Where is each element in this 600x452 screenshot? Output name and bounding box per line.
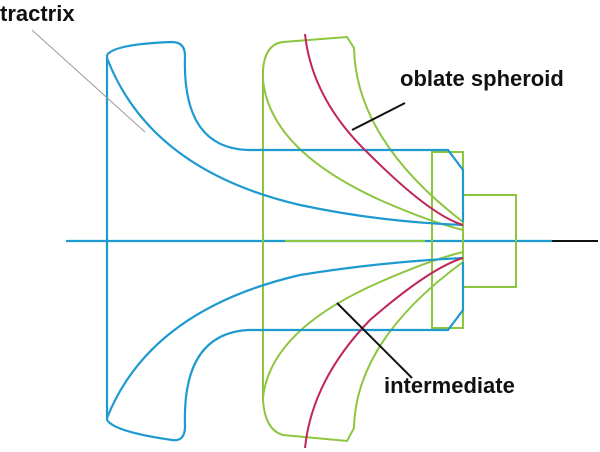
tractrix-horn: [105, 40, 465, 442]
intermediate-driver-block: [462, 194, 517, 288]
tractrix-inner-lower: [105, 256, 464, 419]
tractrix-leader: [31, 29, 146, 133]
oblate-spheroid-upper: [304, 33, 464, 226]
leader-lines: [31, 29, 413, 379]
tractrix-outer-upper: [106, 40, 465, 222]
oblate-spheroid-profile: [304, 33, 464, 449]
intermediate-inner-upper: [262, 79, 464, 231]
oblate-spheroid-lower: [304, 257, 464, 449]
tractrix-outer-lower: [106, 262, 465, 442]
intermediate-outer-upper: [262, 35, 464, 241]
oblate-spheroid-label: oblate spheroid: [400, 66, 564, 91]
intermediate-outer-lower: [262, 241, 464, 443]
intermediate-horn: [262, 35, 517, 443]
tractrix-inner-upper: [105, 57, 464, 227]
tractrix-label: tractrix: [0, 1, 75, 26]
intermediate-label: intermediate: [384, 373, 515, 398]
oblate-spheroid-leader: [351, 102, 406, 131]
intermediate-leader: [336, 302, 413, 379]
